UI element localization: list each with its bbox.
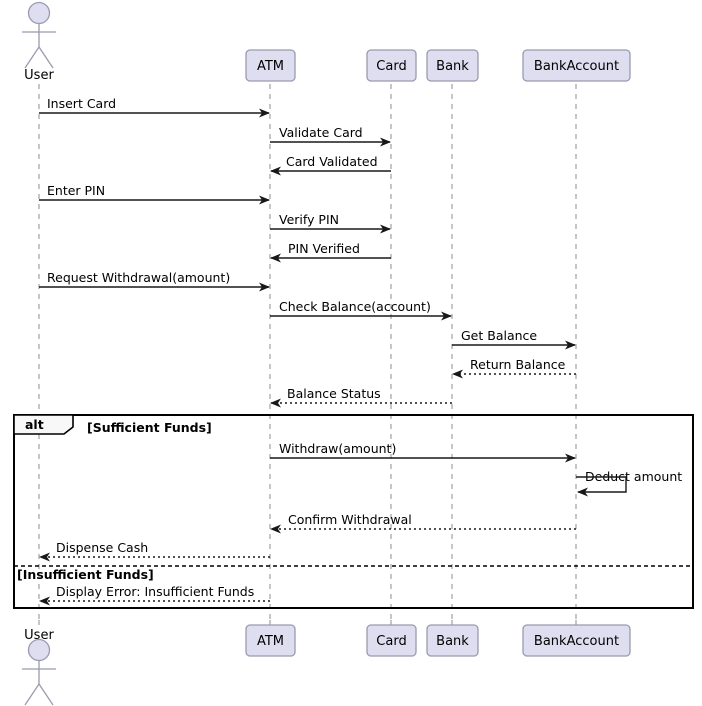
message-self-loop-line bbox=[576, 476, 627, 497]
actor-leg-left-icon bbox=[24, 683, 40, 706]
message-dispense-cash[interactable]: Dispense Cash bbox=[39, 540, 270, 562]
participant-box bbox=[245, 624, 296, 657]
participant-label-card-bottom: Card bbox=[376, 634, 406, 649]
message-label: Display Error: Insufficient Funds bbox=[56, 584, 254, 599]
fragment-operator-tab bbox=[13, 414, 74, 435]
actor-label-user-bottom: User bbox=[24, 628, 54, 643]
fragment-guard-sufficient: [Sufficient Funds] bbox=[87, 420, 212, 435]
message-label: Withdraw(amount) bbox=[279, 441, 396, 456]
fragment-operator-label: alt bbox=[25, 417, 44, 432]
participant-bank-bottom[interactable]: Bank bbox=[426, 624, 479, 657]
participant-label-card-top: Card bbox=[376, 59, 406, 74]
actor-label-user-top: User bbox=[24, 68, 54, 83]
actor-head-icon bbox=[27, 1, 51, 25]
participant-label-bank-bottom: Bank bbox=[436, 634, 469, 649]
message-withdraw-amount[interactable]: Withdraw(amount) bbox=[270, 441, 576, 463]
message-deduct-amount-self[interactable]: Deduct amount bbox=[576, 469, 682, 497]
participant-box bbox=[366, 624, 417, 657]
fragment-guard-insufficient: [Insufficient Funds] bbox=[17, 567, 154, 582]
message-label: Check Balance(account) bbox=[279, 299, 431, 314]
message-balance-status[interactable]: Balance Status bbox=[270, 386, 452, 408]
message-validate-card[interactable]: Validate Card bbox=[270, 125, 391, 147]
participant-box bbox=[426, 49, 479, 82]
message-confirm-withdrawal[interactable]: Confirm Withdrawal bbox=[270, 512, 576, 534]
actor-head-icon bbox=[27, 638, 51, 662]
message-label: Card Validated bbox=[286, 154, 378, 169]
participant-box bbox=[426, 624, 479, 657]
message-label: PIN Verified bbox=[288, 241, 360, 256]
participant-label-atm-top: ATM bbox=[257, 59, 284, 74]
actor-leg-right-icon bbox=[38, 683, 54, 706]
message-label: Dispense Cash bbox=[56, 540, 148, 555]
actor-user-bottom[interactable]: User bbox=[22, 628, 56, 706]
message-label: Confirm Withdrawal bbox=[288, 512, 412, 527]
message-return-balance[interactable]: Return Balance bbox=[452, 357, 576, 379]
participant-atm-bottom[interactable]: ATM bbox=[245, 624, 296, 657]
actor-leg-left-icon bbox=[24, 46, 40, 69]
message-enter-pin[interactable]: Enter PIN bbox=[39, 183, 270, 205]
participant-label-bankaccount-top: BankAccount bbox=[534, 59, 619, 74]
participant-label-bankaccount-bottom: BankAccount bbox=[534, 634, 619, 649]
participant-bankaccount-top[interactable]: BankAccount bbox=[522, 49, 631, 82]
participant-bankaccount-bottom[interactable]: BankAccount bbox=[522, 624, 631, 657]
message-label: Insert Card bbox=[47, 96, 116, 111]
actor-user-top[interactable]: User bbox=[22, 1, 56, 84]
fragment-outer-border bbox=[13, 414, 694, 609]
message-label: Get Balance bbox=[461, 328, 537, 343]
message-label: Validate Card bbox=[279, 125, 363, 140]
participant-box bbox=[522, 624, 631, 657]
message-insert-card[interactable]: Insert Card bbox=[39, 96, 270, 118]
message-pin-verified[interactable]: PIN Verified bbox=[270, 241, 391, 263]
participant-box bbox=[522, 49, 631, 82]
fragment-alt-sufficient-funds[interactable]: alt [Sufficient Funds] [Insufficient Fun… bbox=[13, 414, 694, 609]
participant-atm-top[interactable]: ATM bbox=[245, 49, 296, 82]
participant-label-atm-bottom: ATM bbox=[257, 634, 284, 649]
message-label: Return Balance bbox=[470, 357, 566, 372]
participant-label-bank-top: Bank bbox=[436, 59, 469, 74]
participant-card-bottom[interactable]: Card bbox=[366, 624, 417, 657]
message-card-validated[interactable]: Card Validated bbox=[270, 154, 391, 176]
message-label: Verify PIN bbox=[279, 212, 339, 227]
message-label: Enter PIN bbox=[47, 183, 105, 198]
participant-bank-top[interactable]: Bank bbox=[426, 49, 479, 82]
participant-box bbox=[245, 49, 296, 82]
message-request-withdrawal[interactable]: Request Withdrawal(amount) bbox=[39, 270, 270, 292]
message-verify-pin[interactable]: Verify PIN bbox=[270, 212, 391, 234]
message-get-balance[interactable]: Get Balance bbox=[452, 328, 576, 350]
message-check-balance[interactable]: Check Balance(account) bbox=[270, 299, 452, 321]
message-label: Deduct amount bbox=[585, 469, 682, 484]
actor-leg-right-icon bbox=[38, 46, 54, 69]
message-label: Request Withdrawal(amount) bbox=[47, 270, 230, 285]
message-label: Balance Status bbox=[287, 386, 381, 401]
participant-card-top[interactable]: Card bbox=[366, 49, 417, 82]
message-display-error[interactable]: Display Error: Insufficient Funds bbox=[39, 584, 270, 606]
participant-box bbox=[366, 49, 417, 82]
